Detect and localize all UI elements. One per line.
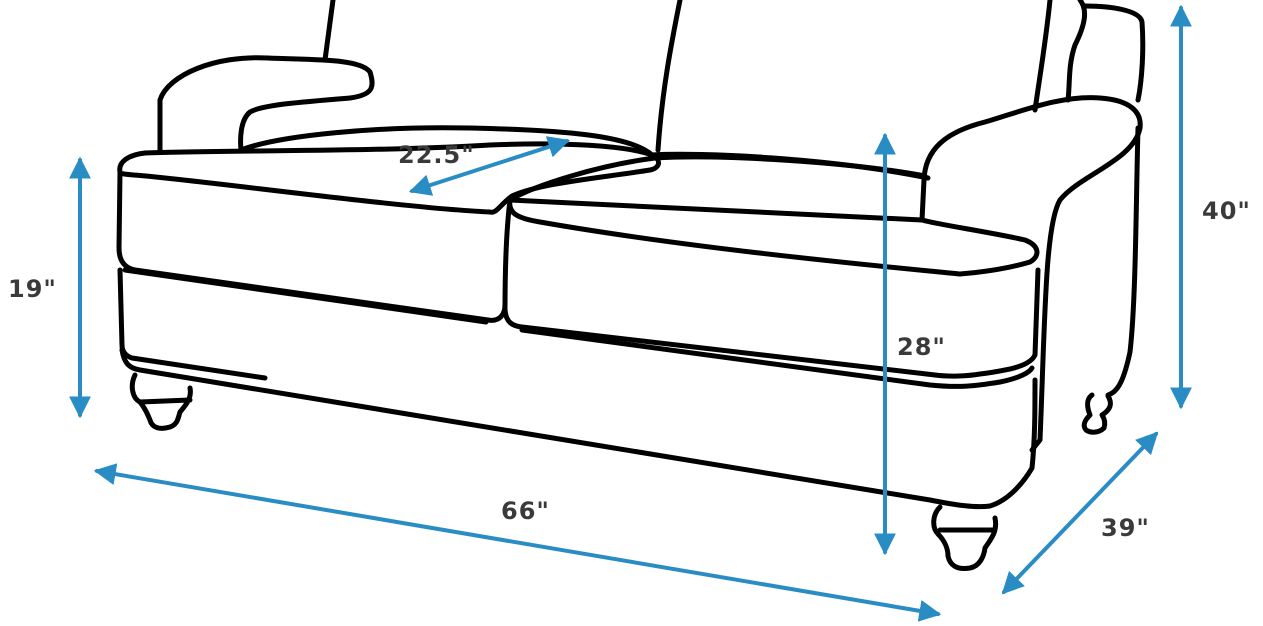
right-arm xyxy=(919,95,1143,453)
right-back-frame xyxy=(1082,3,1146,103)
depth-label: 39" xyxy=(1101,514,1150,542)
loveseat-drawing xyxy=(116,0,1146,571)
dimension-arrows xyxy=(69,4,1192,622)
arm-height-label: 28" xyxy=(897,333,946,361)
seat-height-label: 19" xyxy=(8,275,57,303)
dimension-labels: 19" 22.5" 40" 28" 66" 39" xyxy=(8,141,1251,542)
left-seat-cushion xyxy=(116,141,661,323)
left-front-leg xyxy=(129,372,193,431)
left-arm xyxy=(157,55,375,153)
width-label: 66" xyxy=(501,497,550,525)
left-back-cushion xyxy=(322,0,683,153)
total-height-label: 40" xyxy=(1202,197,1251,225)
right-seat-cushion xyxy=(502,154,1041,379)
right-arm-side-panel xyxy=(1105,125,1141,398)
right-back-leg xyxy=(1081,392,1113,435)
width-arrow xyxy=(93,463,942,622)
right-front-leg xyxy=(931,504,999,571)
seat-depth-label: 22.5" xyxy=(398,141,475,169)
front-apron xyxy=(119,347,1038,510)
depth-arrow xyxy=(1001,431,1159,595)
right-back-cushion xyxy=(1032,0,1088,113)
seat-depth-arrow xyxy=(408,136,571,196)
